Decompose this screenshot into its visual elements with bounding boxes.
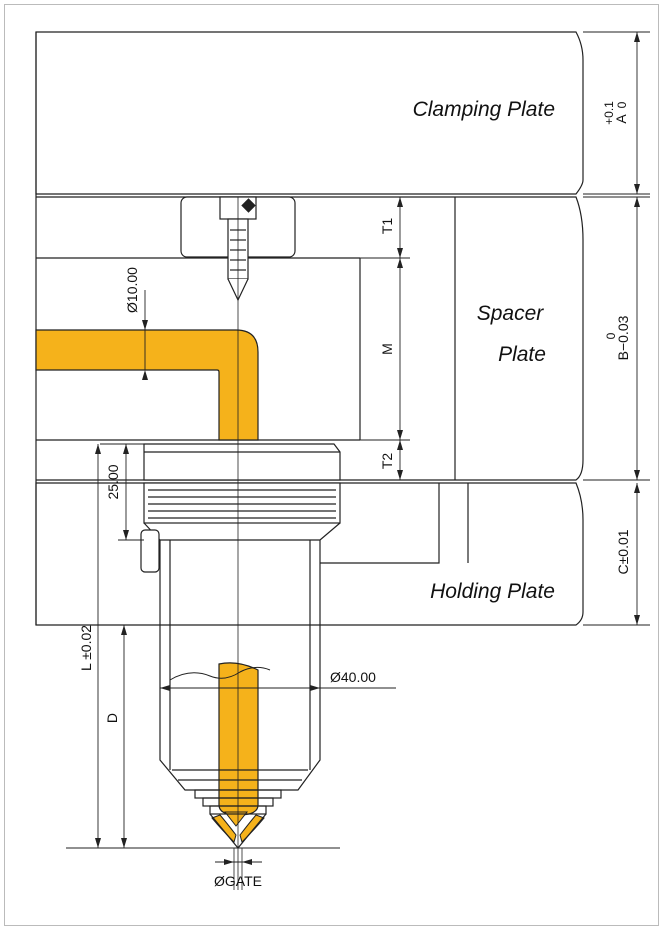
dim-b-zero: 0 bbox=[604, 332, 618, 339]
dim-a-plus: +0.1 bbox=[602, 101, 616, 125]
nozzle-melt-channel bbox=[218, 662, 259, 816]
clamping-plate-label: Clamping Plate bbox=[413, 98, 555, 121]
spacer-plate-label-line1: Spacer bbox=[477, 302, 545, 325]
dim-t2: T2 bbox=[379, 453, 395, 470]
spacer-plate-label-line2: Plate bbox=[498, 343, 546, 366]
dim-b: B−0.03 bbox=[615, 315, 631, 360]
holding-plate bbox=[35, 482, 584, 626]
dim-c: C±0.01 bbox=[615, 529, 631, 574]
page-border bbox=[4, 4, 659, 926]
dim-l: L ±0.02 bbox=[78, 625, 94, 671]
dim-25: 25.00 bbox=[105, 464, 121, 499]
dim-a-zero: 0 bbox=[615, 101, 629, 108]
dim-d: D bbox=[104, 713, 120, 723]
nozzle-body bbox=[140, 443, 341, 849]
dim-t1: T1 bbox=[379, 218, 395, 235]
holding-plate-label: Holding Plate bbox=[430, 580, 555, 603]
clamping-plate bbox=[35, 31, 584, 195]
dimension-lines bbox=[66, 31, 650, 863]
dim-dia-body: Ø40.00 bbox=[330, 669, 376, 685]
break-line-upper bbox=[169, 666, 271, 681]
dim-a: A bbox=[613, 114, 629, 124]
plates bbox=[35, 31, 584, 626]
arrowheads bbox=[95, 32, 640, 865]
runner-channel bbox=[35, 329, 259, 441]
spacer-plate bbox=[36, 196, 584, 481]
dim-dia-runner: Ø10.00 bbox=[124, 267, 140, 313]
melt-runner bbox=[35, 329, 265, 843]
dim-m: M bbox=[379, 343, 395, 355]
dim-dia-gate: ØGATE bbox=[214, 873, 262, 889]
